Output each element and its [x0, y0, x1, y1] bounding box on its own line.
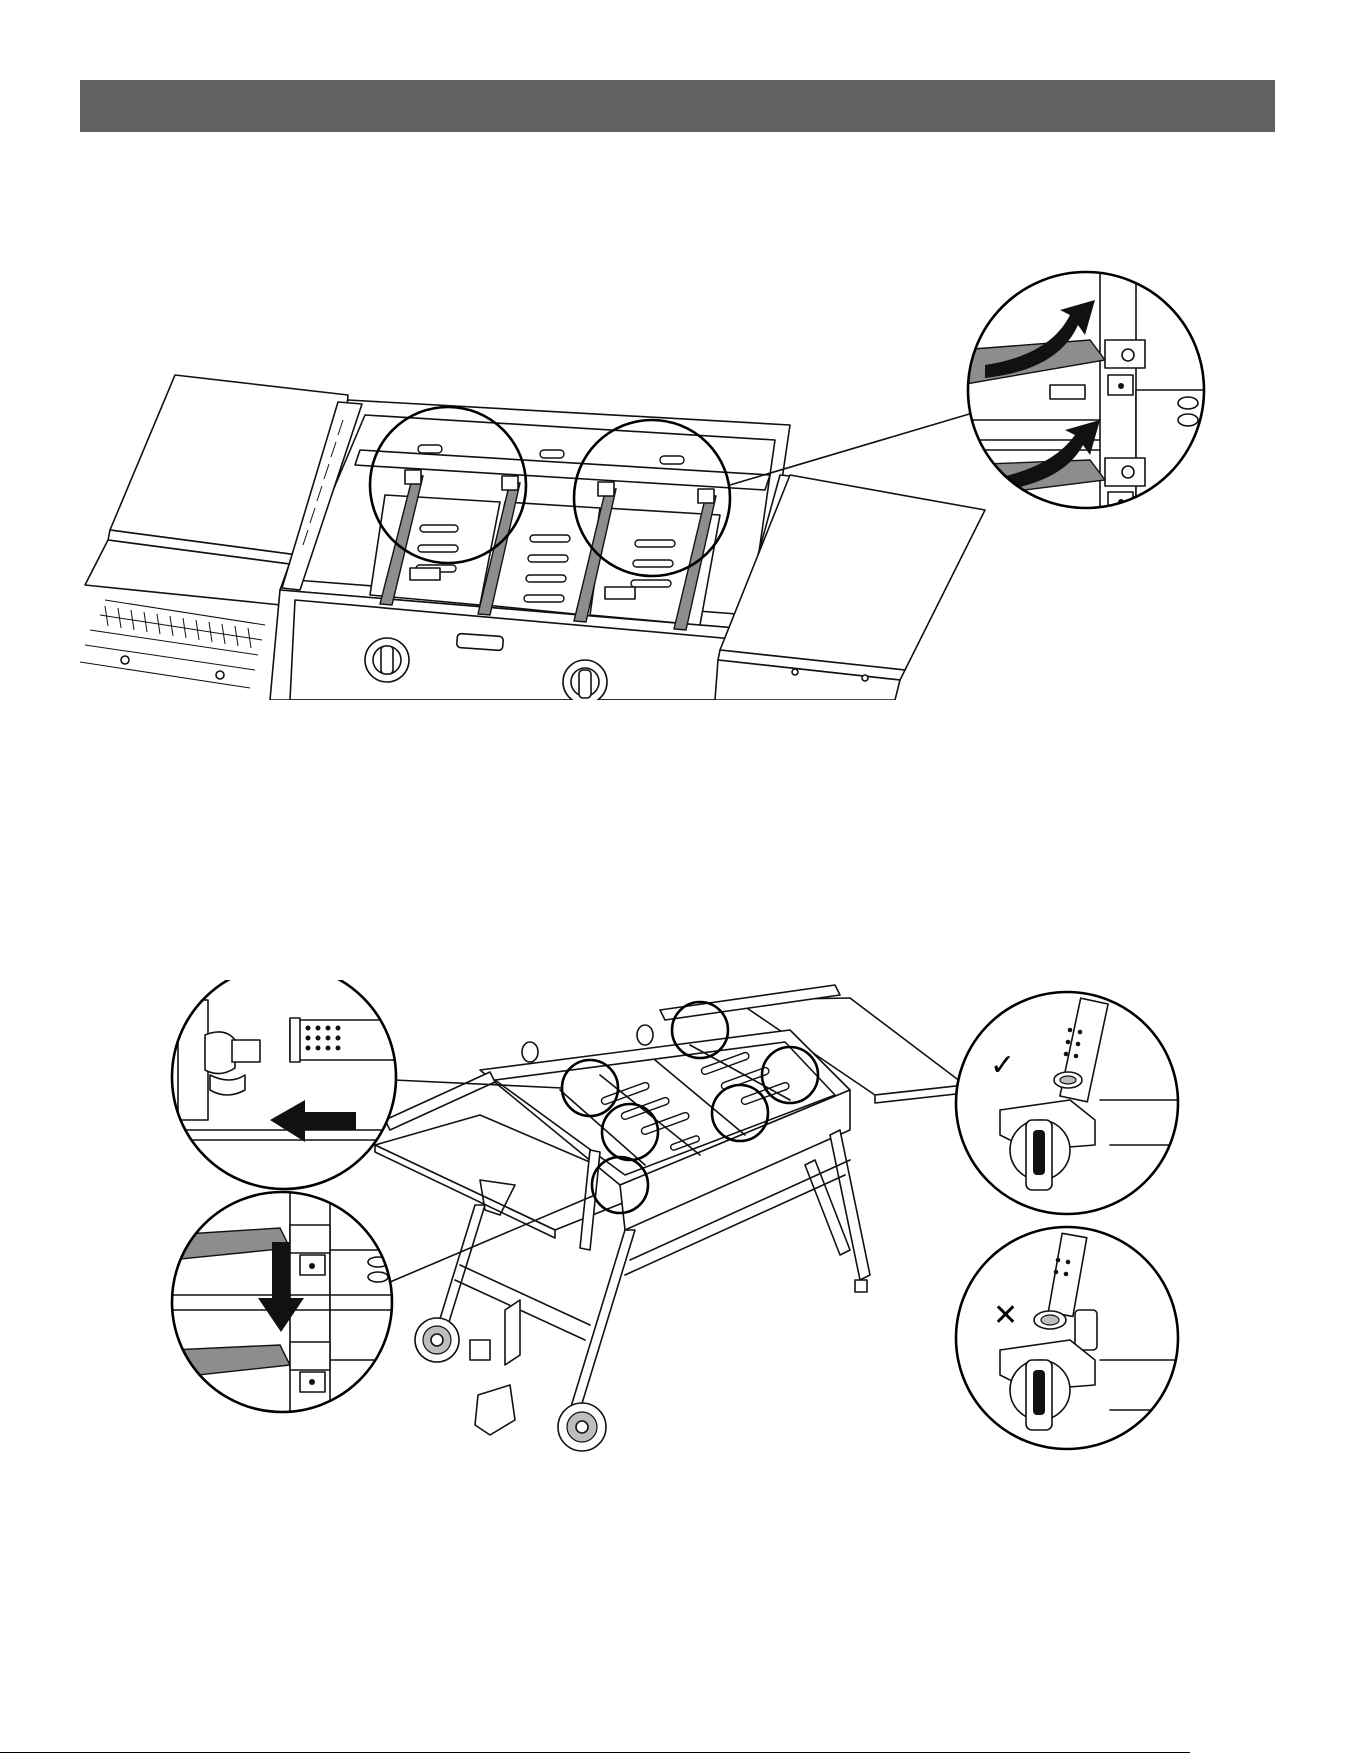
wheel-front	[558, 1403, 606, 1451]
control-knob-left	[365, 638, 409, 682]
control-knob-right	[563, 660, 607, 700]
callout-burner-onto-valve	[170, 980, 410, 1190]
callout-leader-line-bottom	[383, 1195, 595, 1285]
section-header-bar	[80, 80, 1275, 132]
section-title	[80, 93, 96, 118]
figure-install-burners: ✓ ✕	[0, 980, 1361, 1600]
brand-logo-plate	[457, 633, 504, 650]
x-mark-icon: ✕	[993, 1298, 1018, 1333]
wheel-left	[415, 1318, 459, 1362]
grill-perspective	[375, 985, 965, 1451]
checkmark-icon: ✓	[990, 1048, 1015, 1083]
callout-burner-seat	[170, 1190, 410, 1420]
footer-rule	[0, 1752, 1190, 1753]
figure-remove-burners	[0, 270, 1361, 700]
callout-correct-installation: ✓	[950, 980, 1190, 1220]
callout-burner-lift-detail	[960, 270, 1226, 530]
callout-incorrect-installation: ✕	[950, 1220, 1190, 1460]
